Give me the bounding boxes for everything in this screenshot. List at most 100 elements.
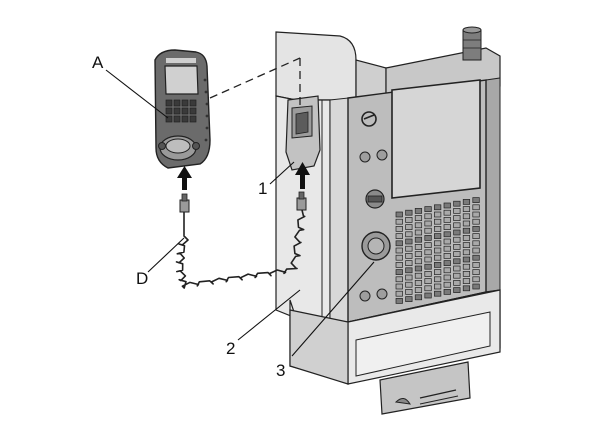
key [462,256,471,263]
key [414,294,423,301]
key [395,298,403,304]
key [434,283,442,290]
key [424,271,432,277]
key [472,197,480,203]
cable-connector-pendant-icon [179,193,190,213]
key [443,260,451,266]
key [462,213,471,220]
key [462,199,471,205]
key [395,254,403,261]
key [462,285,471,292]
key [462,235,471,241]
key [462,242,471,248]
key [405,217,413,223]
key [434,204,442,211]
callout-1: 1 [258,179,267,198]
key [453,244,461,250]
key [173,107,181,115]
key [434,290,442,297]
key [434,233,442,239]
key [453,258,461,265]
key [395,226,403,232]
key [405,289,413,295]
key [395,240,403,247]
key [472,262,480,268]
key [462,263,471,270]
key [395,262,403,268]
panel-handwheel-icon [361,231,391,261]
key [165,107,173,115]
key [424,256,432,263]
key [462,227,471,234]
key [395,283,403,290]
key [453,229,461,236]
alignment-dashed-lines [209,57,301,110]
mounting-bracket-bottom [379,361,471,415]
coiled-cable [175,209,306,289]
key [472,269,480,275]
key [434,218,442,225]
insert-arrow-bracket [295,162,310,189]
key [405,224,413,230]
key [181,107,189,115]
key [472,240,480,247]
key [395,276,403,283]
key [405,238,413,245]
key [443,245,451,252]
keypad [395,197,480,304]
key [395,218,403,225]
key [443,267,451,274]
key [443,289,451,295]
key [424,242,432,248]
key [462,220,471,227]
key [424,249,432,256]
key [434,247,442,254]
key [434,262,442,268]
callout-2: 2 [226,339,235,358]
key [395,290,403,297]
key [453,280,461,286]
key [405,231,413,238]
handwheel-pendant [154,49,211,169]
key [472,233,480,239]
key [405,267,413,274]
key [472,254,480,261]
display-screen [391,79,481,199]
key [462,278,471,284]
key [462,271,471,277]
key [462,206,471,212]
key [395,247,403,254]
key [424,278,432,284]
key [414,215,423,221]
key [414,272,423,279]
key [405,253,413,259]
key [424,292,432,299]
key [189,107,197,115]
key [443,281,451,288]
key [405,260,413,266]
key [453,200,461,207]
logo-icon [361,111,377,127]
key [424,263,432,270]
key [424,227,432,234]
key [424,213,432,220]
pendant-handwheel-icon [158,135,200,161]
key [424,206,432,212]
key [472,226,480,232]
key [472,247,480,254]
key [443,224,451,230]
key [443,217,451,223]
pendant-keypad [165,99,197,123]
key [414,265,423,272]
key [405,274,413,281]
key [165,115,173,123]
key [424,235,432,241]
key [443,231,451,238]
callout-3: 3 [276,361,285,380]
key [414,258,423,265]
key [181,115,189,123]
key [405,209,413,216]
key [173,115,181,123]
key [434,276,442,283]
pendant-screen [164,65,199,95]
